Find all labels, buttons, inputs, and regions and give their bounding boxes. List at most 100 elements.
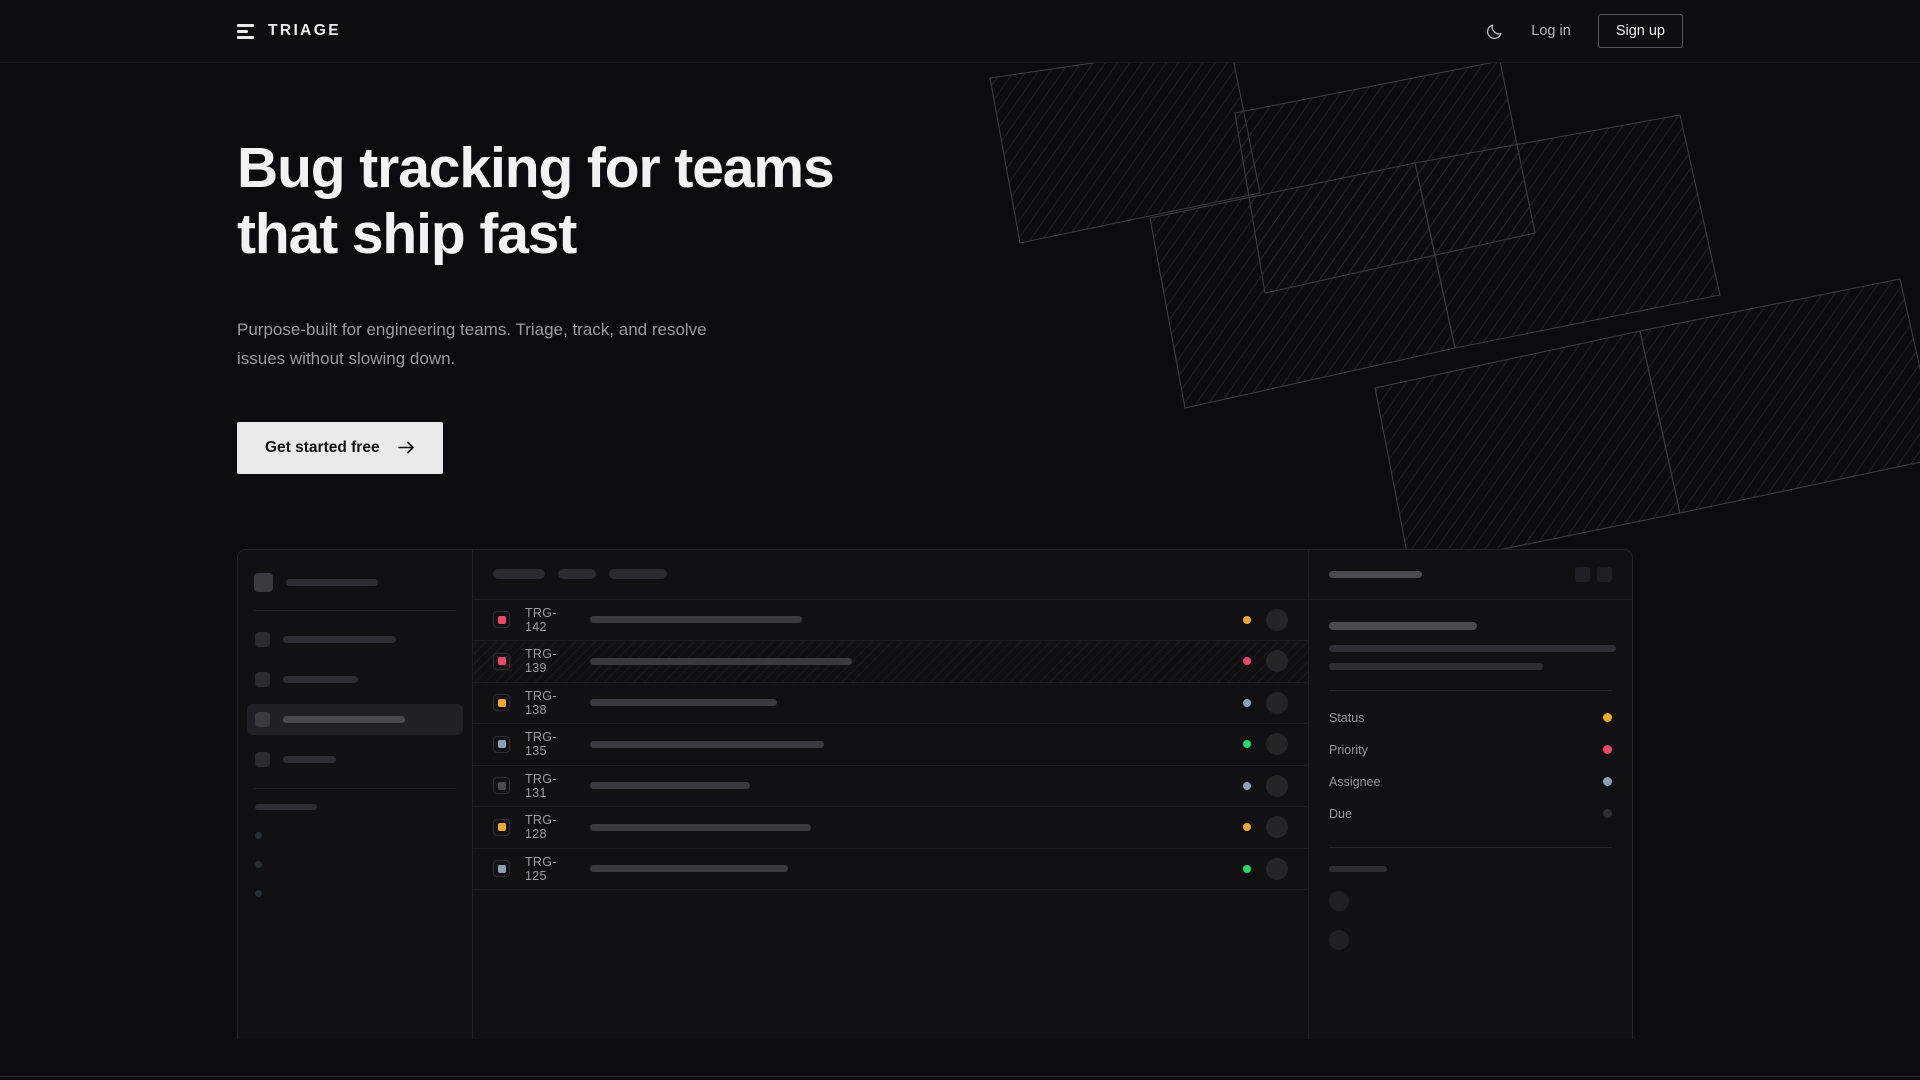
field-label: Assignee — [1329, 774, 1381, 789]
field-label: Due — [1329, 806, 1352, 821]
hero-subtitle: Purpose-built for engineering teams. Tri… — [237, 320, 707, 369]
detail-desc-line — [1329, 644, 1616, 652]
workspace-switcher[interactable] — [238, 564, 472, 610]
sidebar-item-icon — [255, 711, 270, 727]
status-dot — [1243, 740, 1251, 749]
sidebar-divider-bottom — [254, 787, 456, 789]
status-dot — [1243, 823, 1251, 832]
table-row[interactable]: TRG-135 — [473, 724, 1308, 766]
filter-chip[interactable] — [558, 569, 596, 580]
sidebar-section-dot[interactable] — [255, 831, 262, 839]
priority-badge — [493, 735, 510, 753]
arrow-right-icon — [397, 441, 415, 454]
issue-detail-panel: Status Priority Assignee Due — [1309, 550, 1632, 1039]
detail-comments — [1329, 846, 1612, 950]
avatar — [1266, 691, 1288, 714]
priority-badge — [493, 818, 510, 836]
hero-title-line-1: Bug tracking for teams — [237, 136, 835, 200]
detail-action-button-2[interactable] — [1597, 566, 1612, 582]
signup-button[interactable]: Sign up — [1597, 14, 1683, 48]
top-navigation-bar: TRIAGE Log in Sign up — [0, 0, 1920, 63]
avatar — [1266, 608, 1288, 631]
field-priority[interactable]: Priority — [1329, 743, 1612, 757]
field-value-dot — [1603, 777, 1612, 787]
hero-section: Bug tracking for teams that ship fast Pu… — [0, 63, 1920, 1080]
login-link[interactable]: Log in — [1531, 23, 1571, 39]
issue-id: TRG-138 — [525, 688, 557, 717]
field-value-dot — [1603, 745, 1612, 755]
issue-id: TRG-135 — [525, 730, 557, 759]
app-preview-mockup: TRG-142 TRG-139 TRG-138 — [237, 548, 1633, 1039]
table-row[interactable]: TRG-131 — [473, 766, 1308, 808]
sidebar-section-dot[interactable] — [255, 889, 262, 897]
get-started-button[interactable]: Get started free — [237, 421, 443, 474]
comment-avatar — [1329, 929, 1349, 950]
sidebar-item-3-active[interactable] — [247, 703, 463, 735]
status-dot — [1243, 781, 1251, 790]
field-value-dot — [1603, 713, 1612, 723]
sidebar-section — [238, 789, 472, 897]
detail-header — [1309, 550, 1632, 600]
detail-fields: Status Priority Assignee Due — [1329, 689, 1612, 821]
issue-title-placeholder — [590, 782, 750, 790]
sidebar-item-icon — [255, 751, 270, 767]
issue-title-placeholder — [590, 740, 824, 748]
sidebar-item-1[interactable] — [247, 624, 463, 655]
table-row[interactable]: TRG-128 — [473, 807, 1308, 849]
status-dot — [1243, 615, 1251, 624]
priority-badge — [493, 611, 510, 629]
detail-action-button-1[interactable] — [1575, 566, 1590, 582]
table-row[interactable]: TRG-125 — [473, 849, 1308, 891]
field-value-dot — [1603, 809, 1612, 819]
logo-text: TRIAGE — [268, 22, 341, 39]
issue-list-toolbar — [473, 550, 1308, 600]
sidebar-item-label — [283, 755, 336, 763]
issue-title-placeholder — [590, 699, 777, 707]
hero-title-line-2: that ship fast — [237, 202, 577, 267]
workspace-name-placeholder — [286, 578, 378, 586]
table-row[interactable]: TRG-142 — [473, 600, 1308, 642]
filter-chip[interactable] — [609, 569, 667, 580]
issue-list-panel: TRG-142 TRG-139 TRG-138 — [473, 549, 1309, 1039]
detail-body: Status Priority Assignee Due — [1309, 600, 1632, 950]
priority-badge — [493, 860, 510, 878]
comment-avatar — [1329, 890, 1349, 911]
status-dot — [1243, 657, 1251, 666]
sidebar-section-dot[interactable] — [255, 860, 262, 868]
mockup-sidebar — [238, 549, 473, 1039]
sidebar-item-2[interactable] — [247, 664, 463, 695]
detail-header-title-placeholder — [1329, 570, 1422, 578]
sidebar-nav — [238, 611, 472, 788]
priority-badge — [493, 652, 510, 670]
moon-icon[interactable] — [1485, 22, 1504, 41]
filter-chip[interactable] — [493, 569, 545, 580]
detail-desc-line — [1329, 662, 1543, 670]
cta-label: Get started free — [265, 438, 380, 456]
field-assignee[interactable]: Assignee — [1329, 775, 1612, 789]
brand-logo[interactable]: TRIAGE — [237, 22, 341, 40]
sidebar-item-icon — [255, 671, 270, 687]
issue-title-placeholder — [590, 616, 802, 624]
triage-logo-icon — [237, 23, 254, 39]
field-label: Priority — [1329, 742, 1368, 757]
sidebar-item-4[interactable] — [247, 744, 463, 775]
table-row[interactable]: TRG-139 — [473, 641, 1308, 683]
sidebar-divider-top — [254, 609, 456, 611]
sidebar-section-label — [255, 803, 317, 810]
field-status[interactable]: Status — [1329, 711, 1612, 725]
status-dot — [1243, 864, 1251, 873]
field-due[interactable]: Due — [1329, 807, 1612, 821]
issue-id: TRG-131 — [525, 771, 557, 800]
workspace-avatar — [254, 572, 273, 592]
sidebar-item-label — [283, 675, 358, 683]
sidebar-item-icon — [255, 631, 270, 647]
issue-id: TRG-128 — [525, 813, 557, 842]
nav-actions: Log in Sign up — [1485, 14, 1683, 48]
avatar — [1266, 816, 1288, 839]
comments-section-label — [1329, 865, 1387, 872]
avatar — [1266, 774, 1288, 797]
status-dot — [1243, 698, 1251, 707]
sidebar-item-label — [283, 635, 396, 643]
section-divider — [0, 1076, 1920, 1077]
table-row[interactable]: TRG-138 — [473, 683, 1308, 725]
